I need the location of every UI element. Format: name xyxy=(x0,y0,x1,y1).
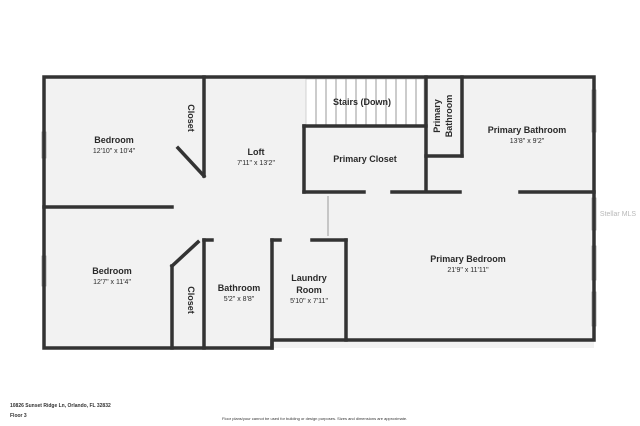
laundry-line2: Room xyxy=(296,285,322,295)
stairs-label: Stairs (Down) xyxy=(333,97,391,107)
bedroom-1-dims: 12'10" x 10'4" xyxy=(93,148,136,155)
floor-label: Floor 3 xyxy=(10,413,27,419)
closet-1-name: Closet xyxy=(186,104,196,132)
primary-bedroom-name: Primary Bedroom xyxy=(430,254,506,264)
closet-2-name: Closet xyxy=(186,286,196,314)
bedroom-1-name: Bedroom xyxy=(94,135,134,145)
primary-bedroom-dims: 21'9" x 11'11" xyxy=(447,267,489,274)
bedroom-2-name: Bedroom xyxy=(92,266,132,276)
primary-bathroom-name: Primary Bathroom xyxy=(488,125,567,135)
room-labels: Bedroom 12'10" x 10'4" Closet Loft 7'11"… xyxy=(92,95,636,314)
disclaimer-text: Floor plans/your cannot be used for buil… xyxy=(222,416,408,421)
loft-dims: 7'11" x 13'2" xyxy=(237,160,275,167)
bedroom-2-dims: 12'7" x 11'4" xyxy=(93,279,131,286)
bathroom-name: Bathroom xyxy=(218,283,261,293)
walls xyxy=(42,75,596,350)
loft-name: Loft xyxy=(248,147,265,157)
watermark: Stellar MLS xyxy=(600,211,637,218)
bathroom-dims: 5'2" x 8'8" xyxy=(224,296,255,303)
stairs xyxy=(305,78,425,127)
laundry-line1: Laundry xyxy=(291,273,327,283)
primary-bathroom-small-line1: Primary xyxy=(432,99,442,133)
property-address: 10826 Sunset Ridge Ln, Orlando, FL 32832 xyxy=(10,403,111,409)
laundry-dims: 5'10" x 7'11" xyxy=(290,298,328,305)
primary-closet-name: Primary Closet xyxy=(333,154,397,164)
primary-bathroom-dims: 13'8" x 9'2" xyxy=(510,138,545,145)
primary-bathroom-small-line2: Bathroom xyxy=(444,95,454,138)
